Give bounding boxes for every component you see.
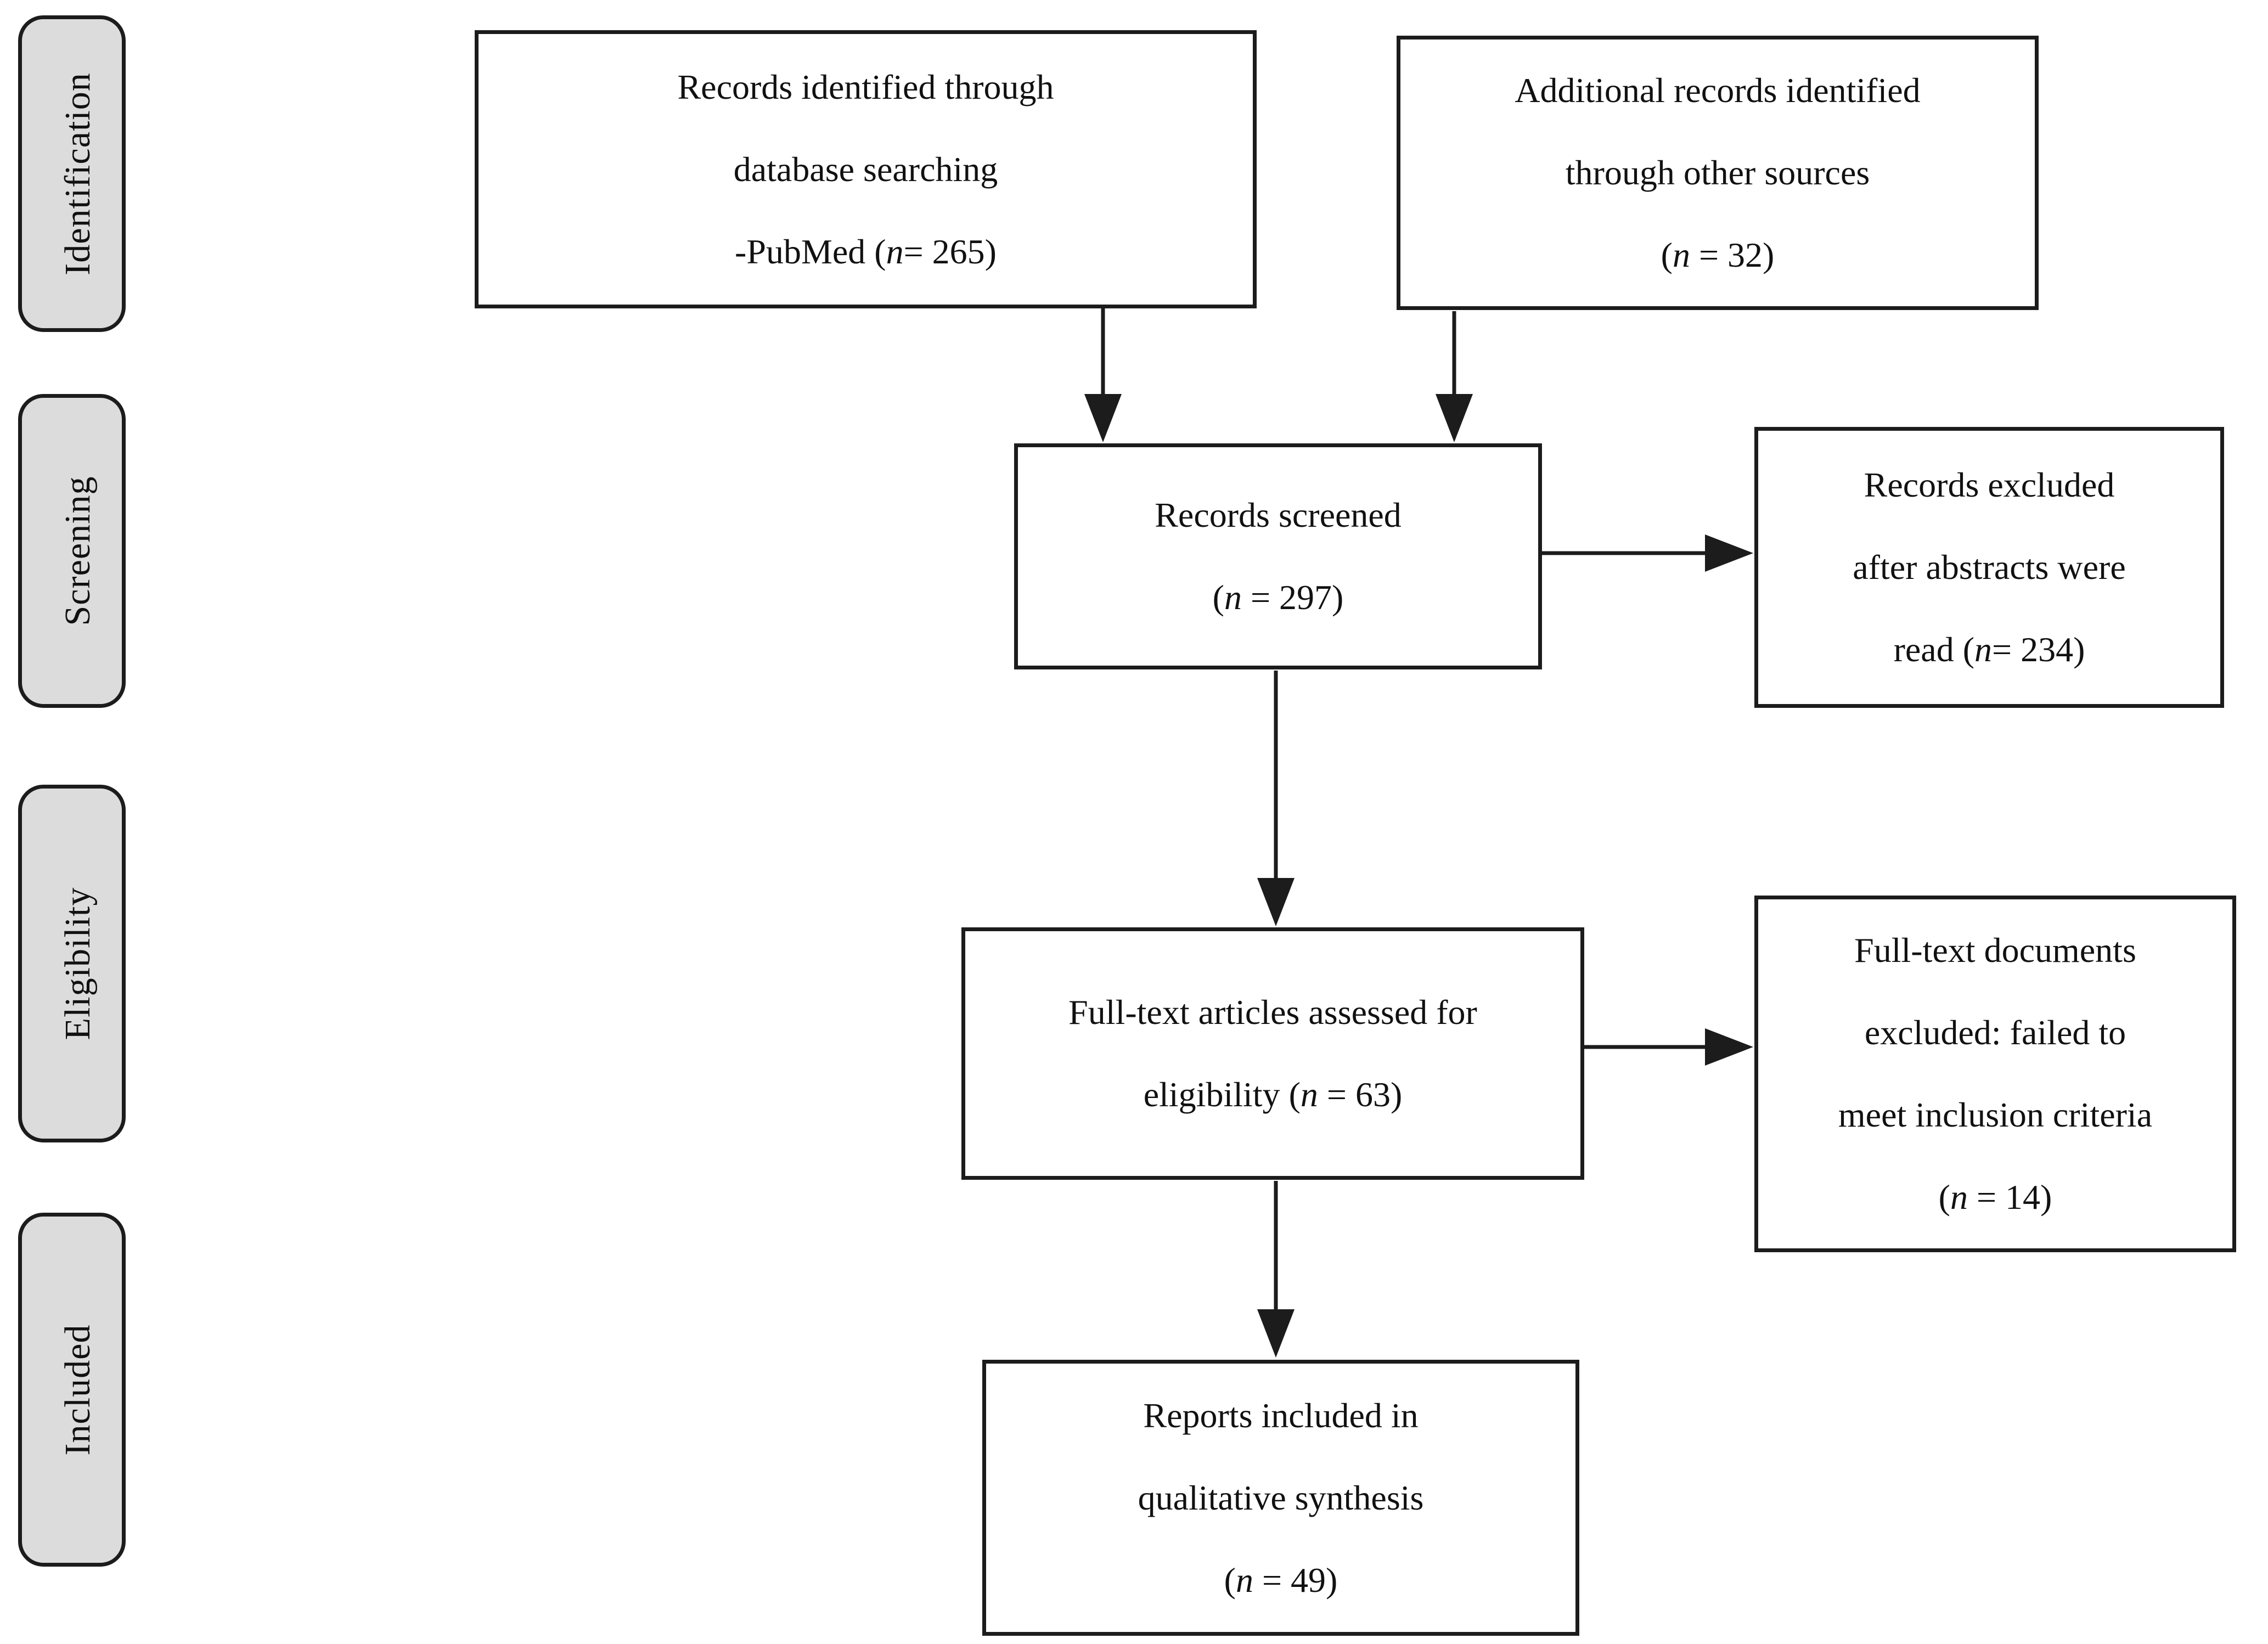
arrow-identified-to-screened xyxy=(1083,308,1123,442)
box-records-excluded: Records excluded after abstracts were re… xyxy=(1754,427,2224,708)
arrow-screened-to-records-excluded xyxy=(1542,533,1753,573)
arrowhead-down-icon xyxy=(1257,1309,1295,1358)
box-fulltext-excluded: Full-text documents excluded: failed to … xyxy=(1754,896,2236,1252)
stage-eligibility-label: Eligibility xyxy=(57,887,98,1040)
arrow-fulltext-to-reports xyxy=(1256,1181,1296,1358)
box-reports-included-text: Reports included in qualitative synthesi… xyxy=(1138,1395,1424,1600)
box-records-screened-text: Records screened (n = 297) xyxy=(1155,496,1402,617)
arrowhead-down-icon xyxy=(1084,394,1122,442)
italic-n: n xyxy=(1974,630,1993,669)
box-records-identified-text: Records identified through database sear… xyxy=(677,67,1054,271)
arrow-shaft xyxy=(1101,308,1105,399)
box-records-excluded-text: Records excluded after abstracts were re… xyxy=(1853,465,2126,669)
arrowhead-down-icon xyxy=(1257,878,1295,926)
arrow-shaft xyxy=(1274,671,1278,883)
box-fulltext-excluded-text: Full-text documents excluded: failed to … xyxy=(1838,931,2153,1217)
box-records-identified: Records identified through database sear… xyxy=(475,30,1257,308)
arrow-shaft xyxy=(1583,1045,1710,1049)
stage-eligibility: Eligibility xyxy=(18,785,126,1142)
stage-included-label: Included xyxy=(57,1324,98,1455)
arrow-screened-to-fulltext xyxy=(1256,671,1296,926)
italic-n: n xyxy=(1300,1075,1318,1114)
italic-n: n xyxy=(1672,235,1690,274)
italic-n: n xyxy=(1235,1560,1253,1600)
stage-included: Included xyxy=(18,1213,126,1567)
stage-identification: Identification xyxy=(18,15,126,332)
arrow-additional-to-screened xyxy=(1434,311,1474,442)
arrow-shaft xyxy=(1452,311,1456,399)
stage-identification-label: Identification xyxy=(57,72,98,275)
italic-n: n xyxy=(1950,1178,1968,1217)
arrow-fulltext-to-excluded xyxy=(1583,1027,1753,1067)
arrow-shaft xyxy=(1542,551,1710,555)
box-fulltext-assessed-text: Full-text articles assessed for eligibil… xyxy=(1068,993,1477,1114)
arrowhead-right-icon xyxy=(1705,1028,1753,1066)
box-additional-records-text: Additional records identified through ot… xyxy=(1515,71,1921,274)
stage-screening: Screening xyxy=(18,394,126,708)
arrow-shaft xyxy=(1274,1181,1278,1315)
arrowhead-right-icon xyxy=(1705,534,1753,572)
box-reports-included: Reports included in qualitative synthesi… xyxy=(982,1360,1579,1636)
italic-n: n xyxy=(886,232,904,271)
italic-n: n xyxy=(1224,578,1242,617)
box-records-screened: Records screened (n = 297) xyxy=(1014,443,1542,669)
arrowhead-down-icon xyxy=(1436,394,1473,442)
box-additional-records: Additional records identified through ot… xyxy=(1397,36,2039,310)
box-fulltext-assessed: Full-text articles assessed for eligibil… xyxy=(961,927,1584,1180)
stage-screening-label: Screening xyxy=(57,476,98,626)
